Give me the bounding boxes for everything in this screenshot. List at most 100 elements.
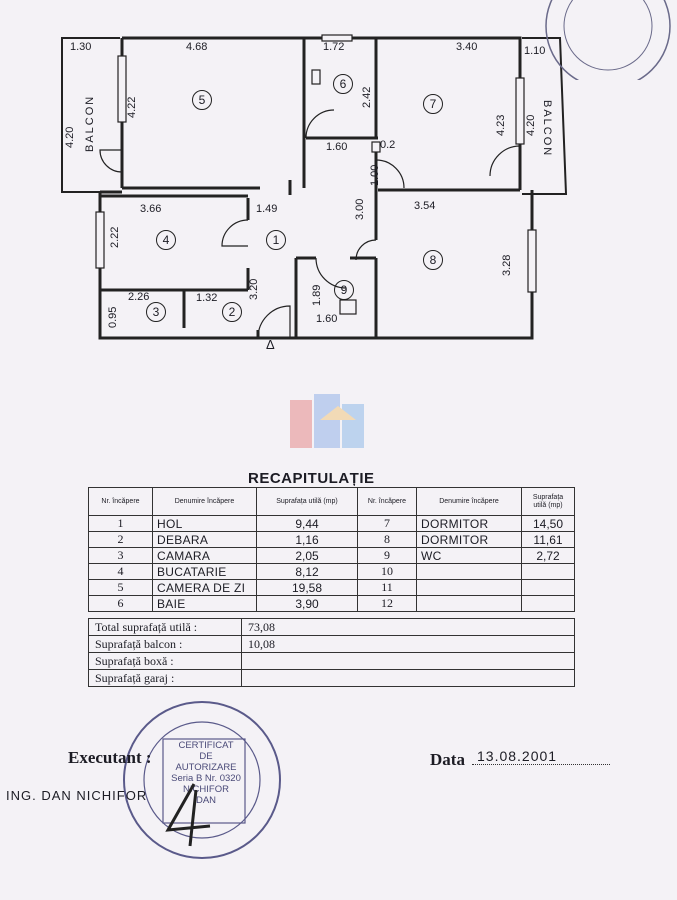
totals-row: Total suprafață utilă : 73,08 — [88, 618, 575, 636]
room-number-8: 8 — [423, 250, 443, 270]
cert-line: AUTORIZARE — [175, 761, 237, 773]
dim-hall-width: 1.60 — [326, 141, 348, 153]
room-number-2: 2 — [222, 302, 242, 322]
balcony-left-label: BALCON — [84, 94, 96, 152]
cell-nr: 1 — [88, 515, 153, 532]
dim-room2-width: 1.32 — [196, 292, 218, 304]
cell-name: CAMARA — [152, 547, 257, 564]
cell-name-2 — [416, 563, 522, 580]
cell-area: 9,44 — [256, 515, 358, 532]
balcony-label: Suprafață balcon : — [88, 635, 242, 653]
total-value: 73,08 — [241, 618, 575, 636]
dim-corridor-door: 1.00 — [369, 164, 381, 186]
dim-niche: 0.2 — [380, 139, 396, 151]
cell-name-2: DORMITOR — [416, 531, 522, 548]
table-row: 6 BAIE 3,90 12 — [88, 595, 575, 612]
garage-label: Suprafață garaj : — [88, 669, 242, 687]
corner-stamp — [545, 0, 671, 80]
cell-area: 19,58 — [256, 579, 358, 596]
certificate-text: CERTIFICAT DE AUTORIZARE Seria B Nr. 032… — [166, 740, 246, 807]
cell-area-2: 11,61 — [521, 531, 575, 548]
header-name-2: Denumire încăpere — [416, 487, 522, 516]
cell-area-2: 2,72 — [521, 547, 575, 564]
signature-icon — [165, 783, 211, 847]
storage-value — [241, 652, 575, 670]
date-value: 13.08.2001 — [477, 748, 558, 764]
cert-line: NICHIFOR — [183, 783, 229, 795]
cell-area: 3,90 — [256, 595, 358, 612]
executant-label: Executant : — [68, 748, 152, 767]
balcony-right-label: BALCON — [541, 100, 553, 158]
table-row: 2 DEBARA 1,16 8 DORMITOR 11,61 — [88, 531, 575, 548]
cell-name: BAIE — [152, 595, 257, 612]
garage-value — [241, 669, 575, 687]
dim-room3-depth: 0.95 — [107, 306, 119, 328]
cell-nr-2: 9 — [357, 547, 417, 564]
header-nr: Nr. încăpere — [88, 487, 153, 516]
cert-line: Seria B Nr. 0320 — [171, 772, 241, 784]
cell-nr-2: 12 — [357, 595, 417, 612]
cell-name-2: DORMITOR — [416, 515, 522, 532]
dim-balcony-left-depth: 4.20 — [64, 126, 76, 148]
dim-room4-depth: 2.22 — [109, 226, 121, 248]
room-number-4: 4 — [156, 230, 176, 250]
engineer-name: ING. DAN NICHIFOR — [6, 788, 148, 803]
dim-room8-depth: 3.28 — [501, 254, 513, 276]
dim-room4-width: 3.66 — [140, 203, 162, 215]
recap-title: RECAPITULAȚIE — [248, 470, 375, 487]
dim-room6-depth: 2.42 — [361, 86, 373, 108]
dim-room8-width: 3.54 — [414, 200, 436, 212]
dim-balcony-left-width: 1.30 — [70, 41, 92, 53]
cert-line: CERTIFICAT — [178, 740, 234, 751]
floor-plan-drawing — [61, 34, 568, 340]
cell-area: 1,16 — [256, 531, 358, 548]
cell-nr-2: 7 — [357, 515, 417, 532]
cell-nr: 6 — [88, 595, 153, 612]
dim-room9-depth: 1.89 — [311, 284, 323, 306]
room-number-9: 9 — [334, 280, 354, 300]
dim-room1-depth: 3.20 — [248, 278, 260, 300]
entrance-mark: Δ — [266, 337, 275, 352]
cell-name: CAMERA DE ZI — [152, 579, 257, 596]
cell-area: 8,12 — [256, 563, 358, 580]
dim-room5-width: 4.68 — [186, 41, 208, 53]
dim-balcony-right-width: 1.10 — [524, 45, 546, 57]
dim-room1-width: 1.49 — [256, 203, 278, 215]
totals-row: Suprafață garaj : — [88, 669, 575, 687]
dim-room6-width: 1.72 — [323, 41, 345, 53]
room-number-1: 1 — [266, 230, 286, 250]
cell-name-2: WC — [416, 547, 522, 564]
dim-room7-depth: 4.23 — [495, 114, 507, 136]
cell-area: 2,05 — [256, 547, 358, 564]
cell-area-2 — [521, 595, 575, 612]
total-label: Total suprafață utilă : — [88, 618, 242, 636]
table-row: 1 HOL 9,44 7 DORMITOR 14,50 — [88, 515, 575, 532]
header-nr-2: Nr. încăpere — [357, 487, 417, 516]
cell-nr: 3 — [88, 547, 153, 564]
cert-line: DAN — [195, 794, 217, 806]
cell-nr-2: 11 — [357, 579, 417, 596]
storage-label: Suprafață boxă : — [88, 652, 242, 670]
cert-line: DE — [199, 750, 213, 762]
cell-name-2 — [416, 579, 522, 596]
recap-header-row: Nr. încăpere Denumire încăpere Suprafața… — [88, 487, 575, 516]
header-area-2: Suprafața utilă (mp) — [521, 487, 575, 516]
cell-nr-2: 8 — [357, 531, 417, 548]
header-name: Denumire încăpere — [152, 487, 257, 516]
date-label: Data — [430, 750, 465, 769]
recap-table: Nr. încăpere Denumire încăpere Suprafața… — [88, 487, 575, 612]
table-row: 3 CAMARA 2,05 9 WC 2,72 — [88, 547, 575, 564]
totals-table: Total suprafață utilă : 73,08 Suprafață … — [88, 618, 575, 687]
totals-row: Suprafață balcon : 10,08 — [88, 635, 575, 653]
room-number-5: 5 — [192, 90, 212, 110]
totals-row: Suprafață boxă : — [88, 652, 575, 670]
room-number-3: 3 — [146, 302, 166, 322]
dim-room5-depth: 4.22 — [126, 96, 138, 118]
cell-nr: 2 — [88, 531, 153, 548]
cell-nr: 5 — [88, 579, 153, 596]
dim-room7-width: 3.40 — [456, 41, 478, 53]
cell-nr-2: 10 — [357, 563, 417, 580]
watermark-logo — [290, 394, 364, 448]
dim-balcony-right-depth: 4.20 — [525, 114, 537, 136]
dim-room3-width: 2.26 — [128, 291, 150, 303]
